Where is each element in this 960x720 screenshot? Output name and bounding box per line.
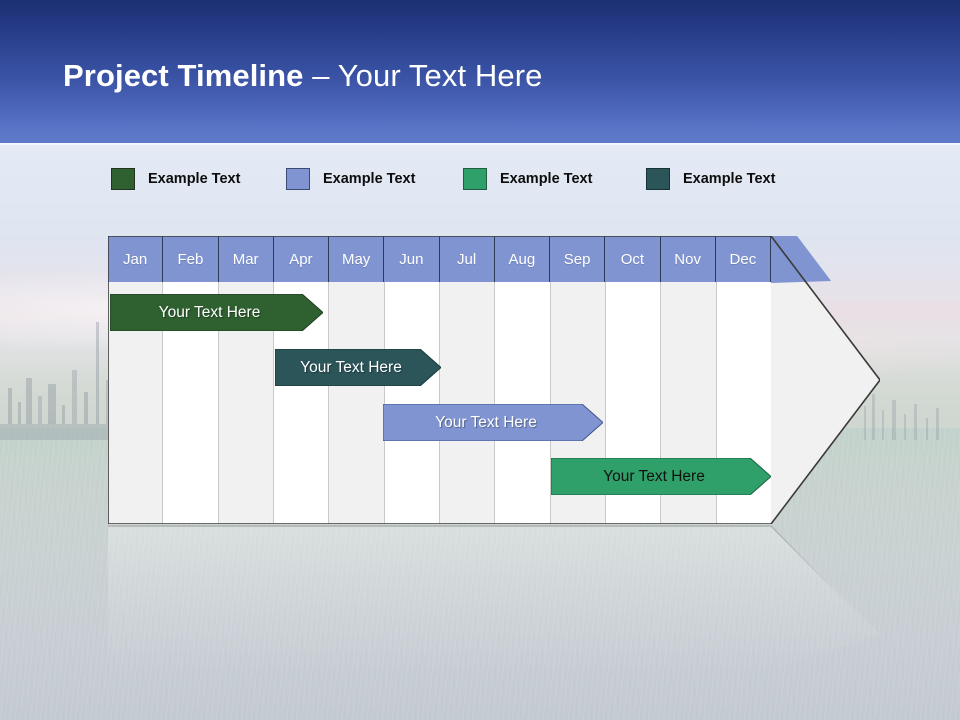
task-bar-1[interactable]: Your Text Here (110, 294, 323, 331)
timeline-chart: Jan Feb Mar Apr May Jun Jul Aug Sep Oct … (108, 236, 880, 524)
page-title: Project Timeline – Your Text Here (63, 58, 542, 94)
legend-item-1[interactable]: Example Text (111, 168, 240, 190)
legend-label-2: Example Text (323, 171, 416, 187)
page-title-strong: Project Timeline (63, 58, 304, 93)
page-title-dash: – (303, 58, 338, 93)
month-header-jan[interactable]: Jan (108, 236, 164, 282)
month-header-sep[interactable]: Sep (550, 236, 606, 282)
legend-swatch-icon-3 (463, 168, 487, 190)
legend-swatch-icon-1 (111, 168, 135, 190)
legend-item-4[interactable]: Example Text (646, 168, 775, 190)
month-header-jun[interactable]: Jun (384, 236, 440, 282)
month-header-apr[interactable]: Apr (273, 236, 329, 282)
task-bar-4-label: Your Text Here (603, 467, 705, 485)
month-header-mar[interactable]: Mar (218, 236, 274, 282)
month-header-feb[interactable]: Feb (163, 236, 219, 282)
task-bar-3[interactable]: Your Text Here (383, 404, 603, 441)
month-header-may[interactable]: May (329, 236, 385, 282)
legend-item-3[interactable]: Example Text (463, 168, 592, 190)
title-band (0, 0, 960, 143)
page-title-rest: Your Text Here (337, 58, 543, 93)
legend-swatch-icon-4 (646, 168, 670, 190)
month-header-oct[interactable]: Oct (605, 236, 661, 282)
task-bar-2-label: Your Text Here (300, 358, 402, 376)
title-band-divider (0, 143, 960, 145)
legend-label-1: Example Text (148, 171, 241, 187)
month-header-jul[interactable]: Jul (439, 236, 495, 282)
task-bar-1-label: Your Text Here (158, 303, 261, 321)
month-header-row: Jan Feb Mar Apr May Jun Jul Aug Sep Oct … (108, 236, 771, 282)
month-header-aug[interactable]: Aug (494, 236, 550, 282)
legend-swatch-icon-2 (286, 168, 310, 190)
task-bar-4[interactable]: Your Text Here (551, 458, 771, 495)
month-header-nov[interactable]: Nov (660, 236, 716, 282)
chart-reflection (108, 525, 880, 670)
task-bar-2[interactable]: Your Text Here (275, 349, 441, 386)
task-bar-3-label: Your Text Here (435, 413, 537, 431)
month-header-tip (771, 236, 831, 283)
legend-label-3: Example Text (500, 171, 593, 187)
month-header-dec[interactable]: Dec (715, 236, 771, 282)
legend-item-2[interactable]: Example Text (286, 168, 415, 190)
legend-label-4: Example Text (683, 171, 776, 187)
